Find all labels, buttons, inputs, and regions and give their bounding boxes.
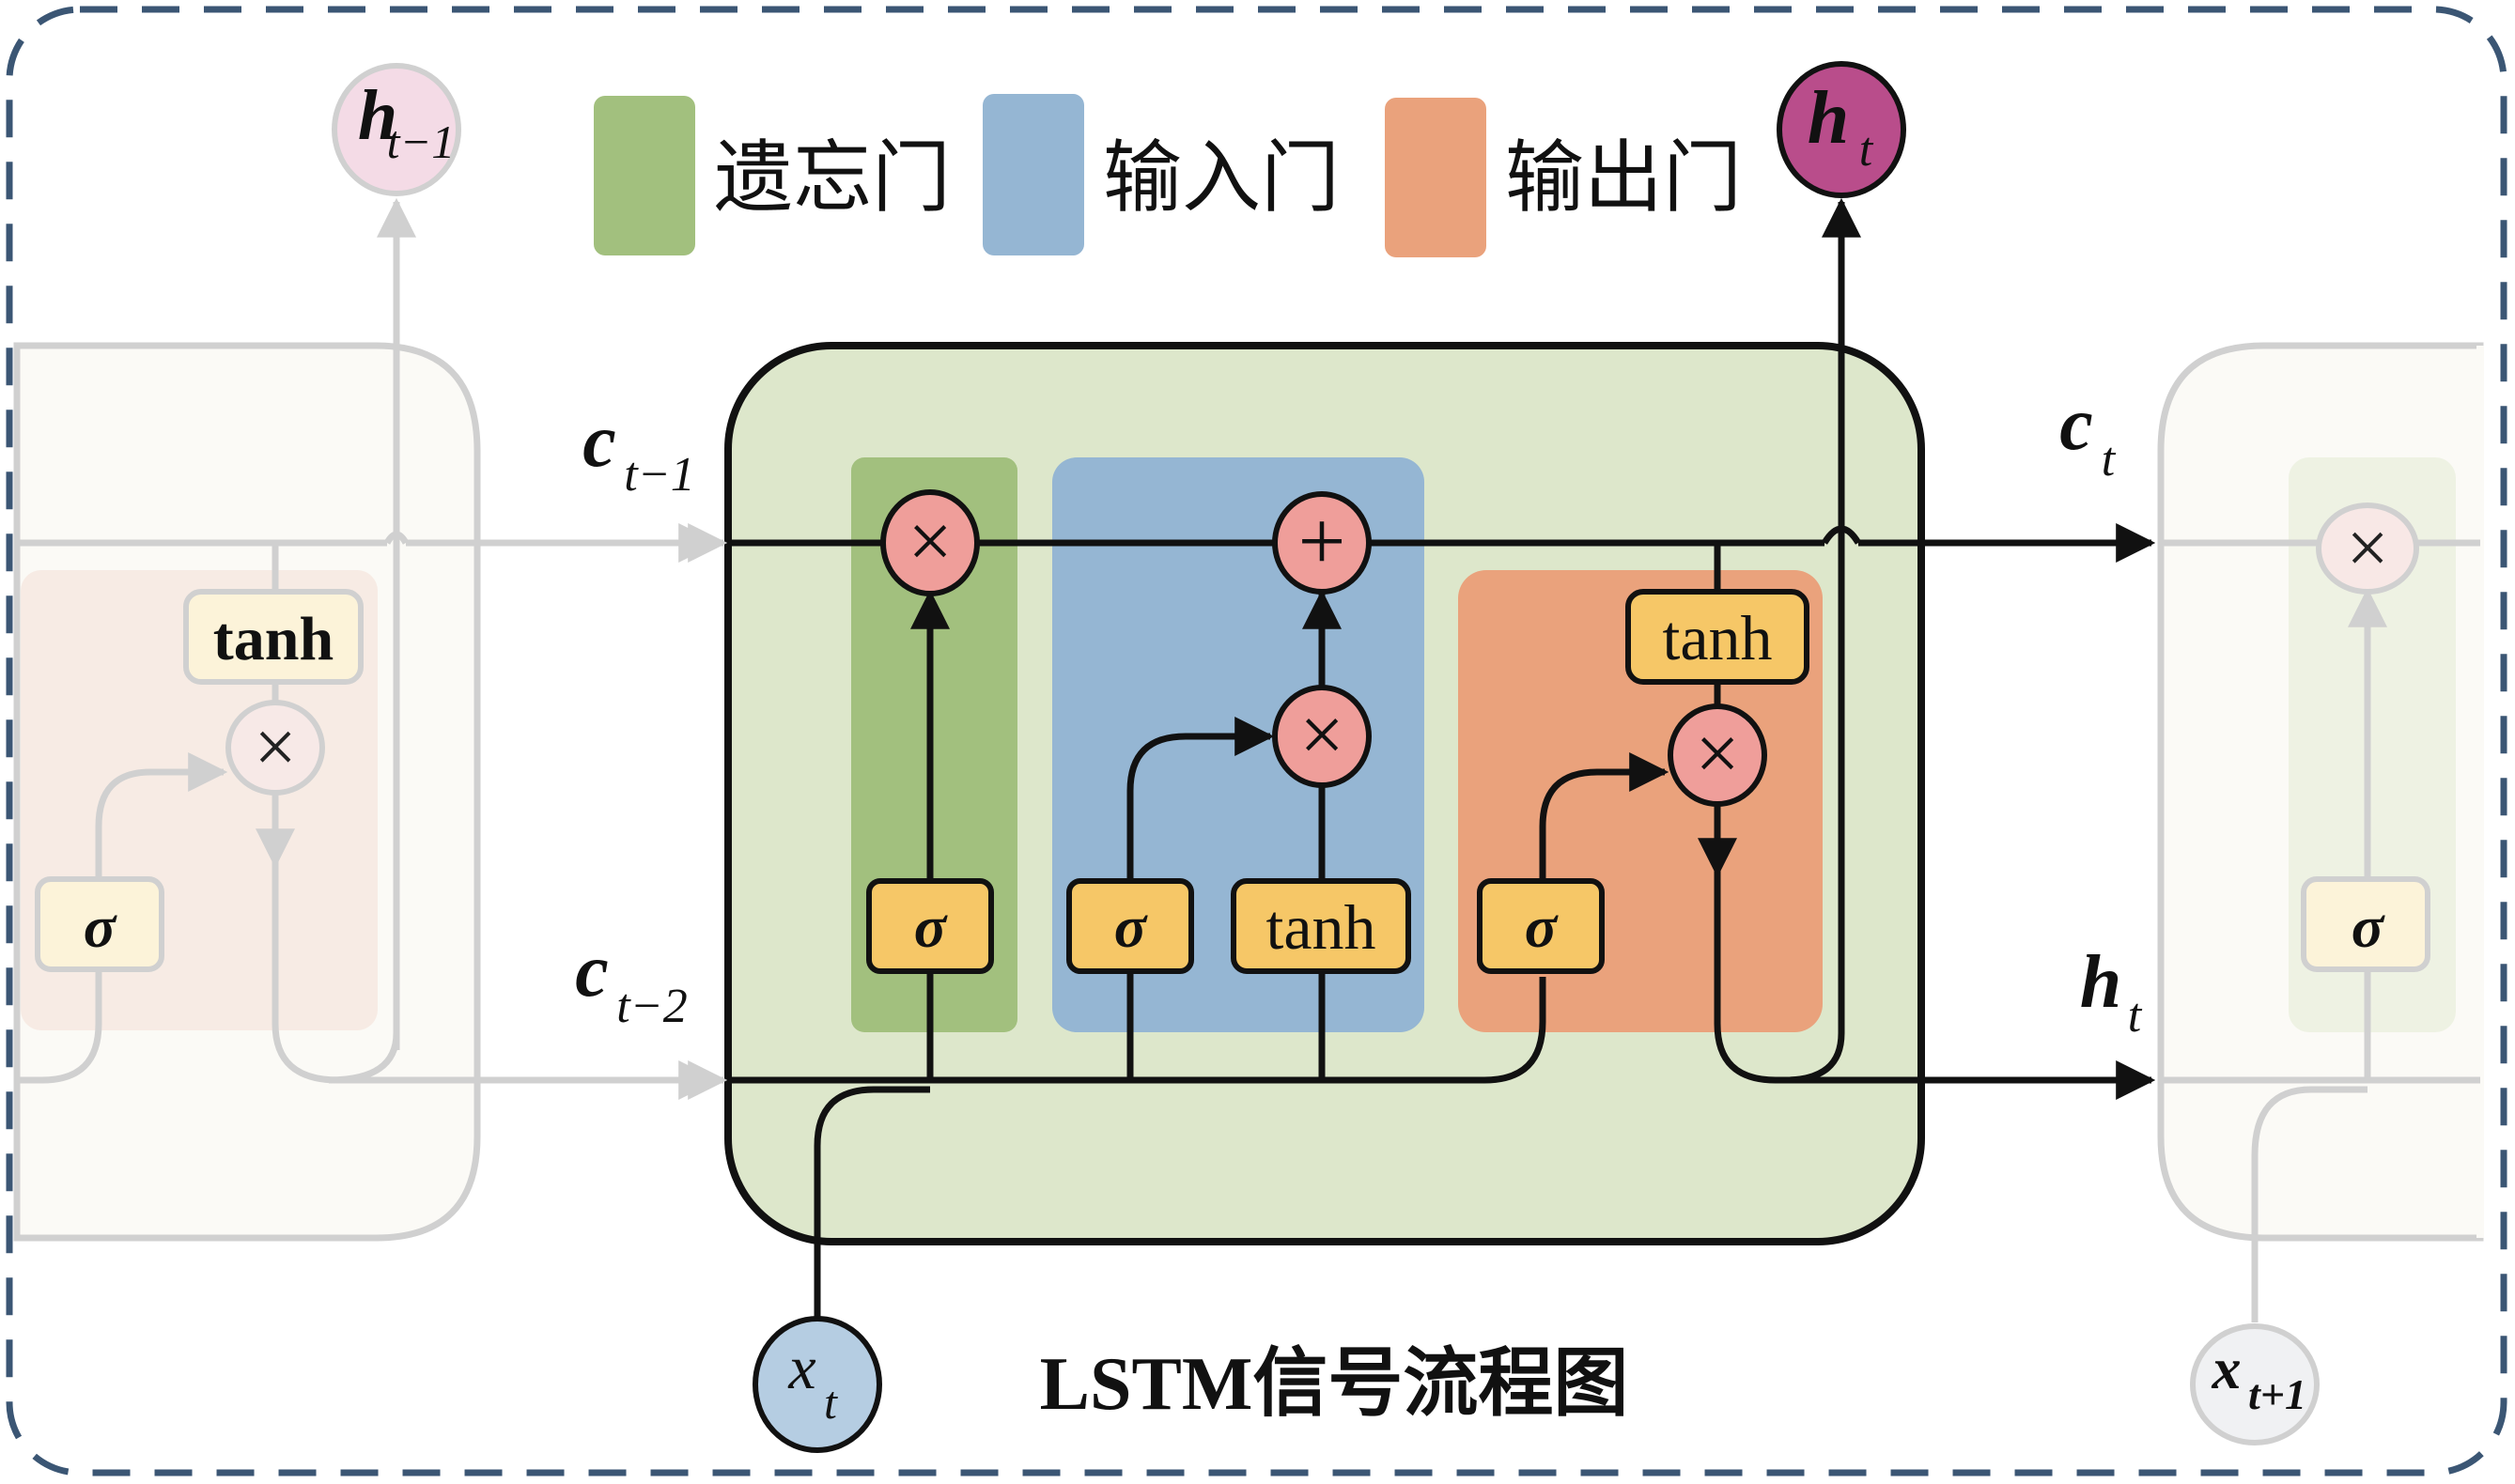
h-output-node: h t — [1777, 61, 1906, 198]
next-cell-multiply-circle — [2316, 502, 2419, 595]
forget-multiply-icon: × — [908, 498, 952, 585]
legend-swatch-forget — [594, 96, 695, 255]
c-prev-sub: t−1 — [624, 448, 695, 502]
legend-swatch-output — [1385, 98, 1486, 257]
next-cell-sigma-label: σ — [2352, 893, 2385, 960]
add-icon: + — [1298, 495, 1346, 588]
h-out-sub: t — [2128, 989, 2143, 1043]
forget-multiply-circle — [880, 489, 980, 596]
legend-label-output: 输出门 — [1505, 131, 1742, 224]
c-out-base: c — [2059, 383, 2093, 466]
legend-swatch-input — [983, 94, 1084, 255]
c-prev-base: c — [582, 400, 616, 483]
output-sigma-label: σ — [1525, 893, 1559, 960]
h-output-sub: t — [1859, 123, 1874, 177]
h-output-base: h — [1808, 77, 1850, 160]
h-out-base: h — [2080, 941, 2122, 1024]
input-sigma-label: σ — [1114, 893, 1148, 960]
next-cell-multiply-icon: × — [2346, 507, 2388, 590]
forget-sigma-label: σ — [914, 893, 948, 960]
next-cell-sigma-box — [2301, 876, 2430, 972]
input-tanh-label: tanh — [1265, 891, 1375, 963]
output-sigma-box — [1477, 878, 1605, 974]
x-input-sub: t — [824, 1376, 838, 1429]
input-tanh-box — [1231, 878, 1411, 974]
add-circle — [1272, 491, 1372, 595]
legend-label-input: 输入门 — [1103, 131, 1340, 224]
previous-cell-tanh-label: tanh — [213, 605, 334, 673]
previous-cell-sigma-label: σ — [84, 893, 117, 960]
input-multiply-icon: × — [1299, 691, 1343, 779]
main-lstm-cell: σ × σ tanh × + σ tanh × — [724, 197, 2151, 1322]
x-next-node: x t+1 — [2190, 1323, 2320, 1445]
diagram-title: LSTM信号流程图 — [1040, 1343, 1629, 1426]
legend: 遗忘门 输入门 输出门 — [594, 94, 1742, 257]
input-sigma-box — [1066, 878, 1194, 974]
forget-sigma-box — [866, 878, 994, 974]
x-input-base: x — [787, 1334, 815, 1402]
x-next-base: x — [2212, 1337, 2242, 1401]
output-tanh-label: tanh — [1662, 602, 1772, 673]
next-cell-faded: × σ — [2157, 342, 2484, 1322]
c-prev2-base: c — [575, 930, 609, 1013]
legend-label-forget: 遗忘门 — [714, 131, 951, 224]
previous-cell-multiply-icon: × — [254, 706, 296, 789]
h-prev-sub: t−1 — [387, 116, 456, 168]
x-input-node: x t — [753, 1316, 882, 1453]
output-multiply-icon: × — [1695, 710, 1739, 797]
c-out-sub: t — [2102, 433, 2117, 487]
edge-labels: c t−1 c t−2 c t h t — [575, 383, 2143, 1043]
c-prev2-sub: t−2 — [616, 980, 688, 1033]
x-next-sub: t+1 — [2248, 1370, 2306, 1418]
incoming-arrows — [477, 523, 728, 1100]
outer-dashed-frame — [6, 6, 2507, 1476]
previous-cell-faded: tanh × σ — [13, 197, 714, 1242]
h-prev-node: h t−1 — [332, 63, 461, 196]
h-prev-base: h — [358, 76, 397, 155]
